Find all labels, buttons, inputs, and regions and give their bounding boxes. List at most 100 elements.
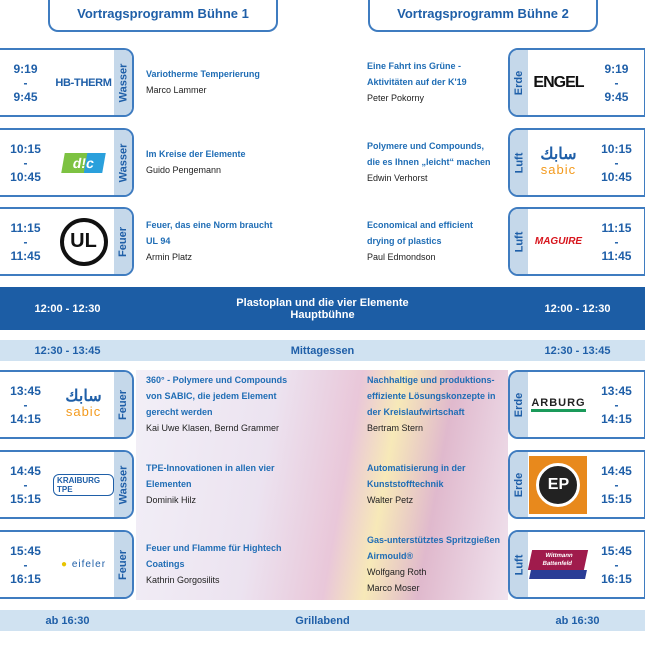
time-dash: - — [23, 75, 28, 90]
band-title: Mittagessen — [290, 344, 355, 357]
talk-title: Polymere und Compounds, — [367, 141, 485, 151]
speaker-name: Peter Pokorny — [367, 93, 425, 103]
session-time: 14:45-15:15 — [589, 464, 644, 506]
talk-title: Elementen — [146, 479, 192, 489]
speaker-name: Walter Petz — [367, 495, 414, 505]
talk-title: drying of plastics — [367, 236, 442, 246]
end-time: 15:15 — [10, 491, 41, 506]
start-time: 14:45 — [10, 463, 41, 478]
session-card: 15:45-16:15 ● eifeler Feuer — [0, 530, 134, 599]
session-card: 13:45-14:15 ARBURG Erde — [508, 370, 645, 439]
talk-title: Nachhaltige und produktions- — [367, 375, 495, 385]
company-logo: KRAIBURG TPE — [53, 455, 114, 515]
element-label: Feuer — [117, 549, 129, 580]
element-label: Feuer — [117, 226, 129, 257]
band-title: Plastoplan und die vier Elemente — [236, 296, 409, 309]
talk-title: Eine Fahrt ins Grüne - — [367, 61, 462, 71]
talk-title: Airmould® — [367, 551, 414, 561]
talk-title: Gas-unterstütztes Spritzgießen — [367, 535, 501, 545]
start-time: 15:45 — [10, 543, 41, 558]
speaker-name: Wolfgang Roth — [367, 567, 427, 577]
session-time: 13:45-14:15 — [0, 384, 53, 426]
session-time: 10:15-10:45 — [589, 142, 644, 184]
talk-title: effiziente Lösungskonzepte in — [367, 391, 496, 401]
session-time: 15:45-16:15 — [0, 544, 53, 586]
talk-title: gerecht werden — [146, 407, 213, 417]
speaker-name: Marco Lammer — [146, 85, 207, 95]
start-time: 15:45 — [601, 543, 632, 558]
element-tab: Luft — [510, 532, 528, 597]
start-time: 13:45 — [10, 383, 41, 398]
company-logo: MAGUIRE — [534, 236, 583, 247]
time-dash: - — [614, 397, 619, 412]
speaker-name: Marco Moser — [367, 583, 420, 593]
start-time: 14:45 — [601, 463, 632, 478]
start-time: 9:19 — [604, 61, 629, 76]
end-time: 9:45 — [604, 89, 629, 104]
time-dash: - — [23, 557, 28, 572]
session-card: 9:19-9:45 ENGEL Erde — [508, 48, 645, 117]
session-time: 11:15-11:45 — [0, 221, 53, 263]
time-dash: - — [23, 155, 28, 170]
start-time: 9:19 — [13, 61, 38, 76]
talk-title: TPE-Innovationen in allen vier — [146, 463, 275, 473]
end-time: 11:45 — [10, 248, 41, 263]
end-time: 10:45 — [601, 169, 632, 184]
stage-2-header: Vortragsprogramm Bühne 2 — [368, 0, 598, 32]
element-tab: Wasser — [114, 130, 132, 195]
element-tab: Feuer — [114, 532, 132, 597]
speaker-name: Guido Pengemann — [146, 165, 222, 175]
session-time: 11:15-11:45 — [589, 221, 644, 263]
speaker-name: Bertram Stern — [367, 423, 424, 433]
speaker-name: Edwin Verhorst — [367, 173, 428, 183]
main-stage-band: 12:00 - 12:30 Plastoplan und die vier El… — [0, 287, 645, 330]
session-card: 11:15-11:45 UL Feuer — [0, 207, 134, 276]
band-time-right: 12:30 - 13:45 — [544, 344, 611, 357]
element-tab: Luft — [510, 209, 528, 274]
company-logo: UL — [53, 212, 114, 272]
company-logo: d!c — [53, 133, 114, 193]
end-time: 16:15 — [601, 571, 632, 586]
talk-title: Economical and efficient — [367, 220, 474, 230]
company-logo: ● eifeler — [60, 559, 107, 570]
session-card: 10:15-10:45 d!c Wasser — [0, 128, 134, 197]
session-card: 9:19-9:45 HB-THERM Wasser — [0, 48, 134, 117]
talk-title: Feuer und Flamme für Hightech — [146, 543, 282, 553]
end-time: 15:15 — [601, 491, 632, 506]
company-logo: ARBURG — [528, 375, 589, 435]
element-tab: Erde — [510, 452, 528, 517]
talk-title: Kunststofftechnik — [367, 479, 444, 489]
band-time-right: ab 16:30 — [555, 614, 600, 627]
end-time: 16:15 — [10, 571, 41, 586]
band-title: Grillabend — [295, 614, 350, 627]
talk-info: Nachhaltige und produktions-effiziente L… — [367, 372, 517, 436]
time-dash: - — [23, 477, 28, 492]
talk-title: UL 94 — [146, 236, 171, 246]
talk-info: Eine Fahrt ins Grüne - Aktivitäten auf de… — [367, 58, 517, 106]
time-dash: - — [23, 397, 28, 412]
time-dash: - — [614, 155, 619, 170]
element-label: Wasser — [117, 143, 130, 182]
session-time: 9:19-9:45 — [0, 62, 53, 104]
talk-info: Polymere und Compounds, die es Ihnen „lei… — [367, 138, 517, 186]
talk-title: die es Ihnen „leicht“ machen — [367, 157, 491, 167]
session-time: 15:45-16:15 — [589, 544, 644, 586]
element-tab: Feuer — [114, 372, 132, 437]
element-tab: Wasser — [114, 50, 132, 115]
time-dash: - — [614, 557, 619, 572]
company-logo: EP — [528, 455, 589, 515]
talk-title: Aktivitäten auf der K'19 — [367, 77, 467, 87]
talk-title: Coatings — [146, 559, 185, 569]
vr-background-image — [136, 370, 508, 600]
session-time: 14:45-15:15 — [0, 464, 53, 506]
speaker-name: Kai Uwe Klasen, Bernd Grammer — [146, 423, 280, 433]
